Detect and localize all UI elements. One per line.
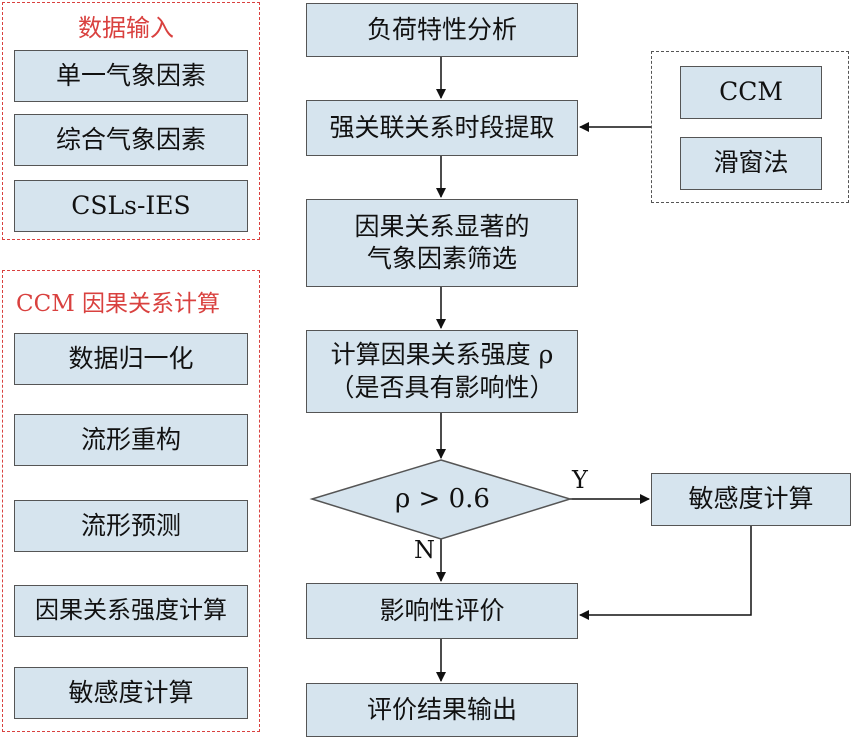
strong-correlation-period-box: 强关联关系时段提取: [306, 100, 578, 156]
causal-strength-box: 计算因果关系强度 ρ （是否具有影响性）: [306, 330, 578, 413]
decision-condition: ρ > 0.6: [395, 484, 490, 514]
arrow-sensitivity-step5: [579, 525, 752, 620]
causal-strength-line1: 计算因果关系强度 ρ: [330, 340, 554, 369]
causal-strength-calc-box: 因果关系强度计算: [14, 585, 248, 637]
sensitivity-calc-left-box: 敏感度计算: [14, 667, 248, 719]
significant-factor-screening-box: 因果关系显著的 气象因素筛选: [306, 199, 578, 287]
load-characteristics-box: 负荷特性分析: [306, 3, 578, 57]
manifold-reconstruction-box: 流形重构: [14, 414, 248, 466]
data-input-group: [2, 2, 260, 240]
significant-factor-line1: 因果关系显著的: [354, 211, 530, 241]
causal-strength-line2: （是否具有影响性）: [329, 372, 555, 402]
data-input-title: 数据输入: [74, 8, 178, 43]
sliding-window-box: 滑窗法: [680, 137, 822, 190]
ccm-calc-title: CCM 因果关系计算: [14, 284, 223, 318]
significant-factor-line2: 气象因素筛选: [366, 244, 517, 273]
combined-weather-factor-box: 综合气象因素: [14, 114, 248, 166]
impact-evaluation-box: 影响性评价: [306, 583, 578, 639]
csls-ies-box: CSLs-IES: [14, 180, 248, 232]
sensitivity-calc-box: 敏感度计算: [651, 473, 851, 526]
manifold-prediction-box: 流形预测: [14, 500, 248, 552]
decision-diamond-shape: [309, 459, 573, 540]
ccm-calc-group: [2, 270, 260, 732]
methods-group: [651, 51, 849, 203]
evaluation-output-box: 评价结果输出: [306, 683, 578, 737]
single-weather-factor-box: 单一气象因素: [14, 50, 248, 102]
data-normalization-box: 数据归一化: [14, 333, 248, 385]
yes-label: Y: [572, 466, 588, 494]
ccm-method-box: CCM: [680, 66, 822, 119]
no-label: N: [414, 536, 435, 564]
